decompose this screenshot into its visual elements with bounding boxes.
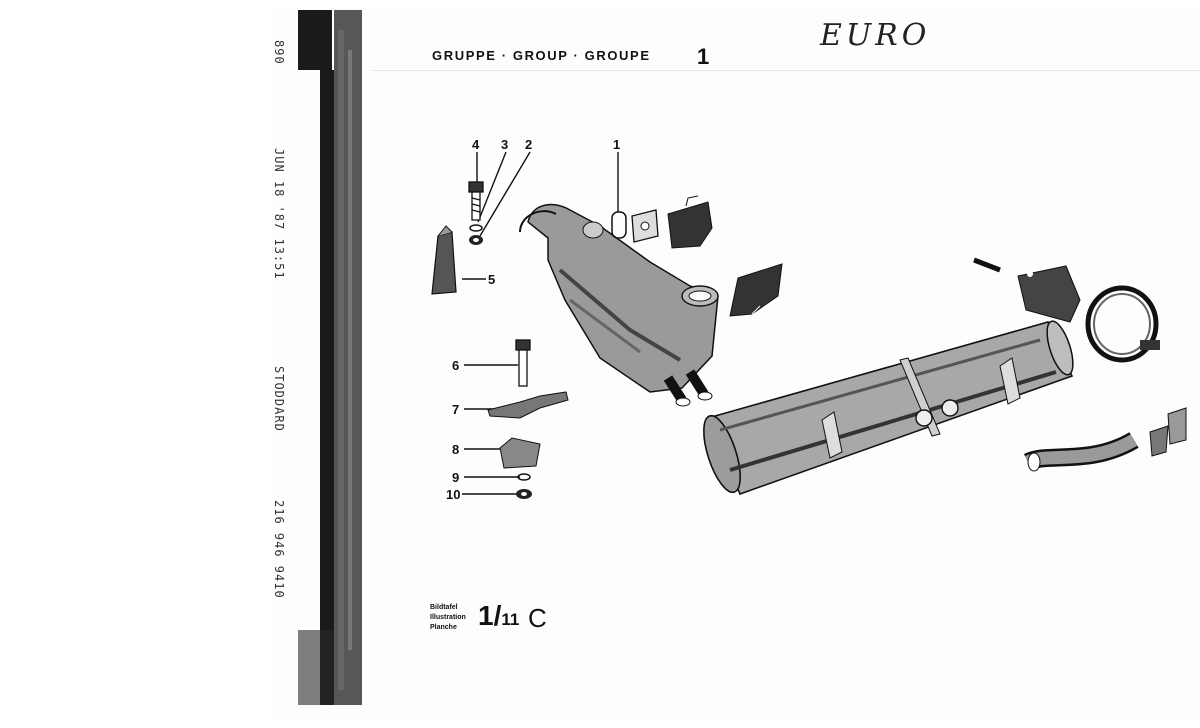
header-rule [372, 70, 1200, 71]
plate-letter: C [528, 603, 547, 633]
handwritten-note: EURO [820, 18, 931, 53]
callout-3: 3 [501, 137, 509, 152]
bolt-part-4 [468, 181, 484, 221]
callout-2: 2 [525, 137, 533, 152]
plate-labels: Bildtafel Illustration Planche [430, 603, 466, 633]
callout-5: 5 [488, 272, 496, 287]
group-heading: GRUPPE · GROUP · GROUPE [432, 48, 651, 63]
binding-edge [298, 10, 362, 705]
plate-label-en: Illustration [430, 614, 466, 621]
callout-9: 9 [452, 470, 460, 485]
callout-8: 8 [452, 442, 460, 457]
callout-1: 1 [613, 137, 621, 152]
group-number: 1 [697, 44, 710, 69]
plate-number-sub: 11 [501, 610, 520, 629]
plate-number-main: 1/ [478, 600, 502, 631]
plate-label-de: Bildtafel [430, 604, 458, 611]
callout-6: 6 [452, 358, 460, 373]
callout-10: 10 [446, 487, 461, 502]
callout-7: 7 [452, 402, 460, 417]
plate-label-fr: Planche [430, 624, 457, 631]
plate-number: 1/11 [478, 600, 519, 632]
callout-4: 4 [472, 137, 480, 152]
